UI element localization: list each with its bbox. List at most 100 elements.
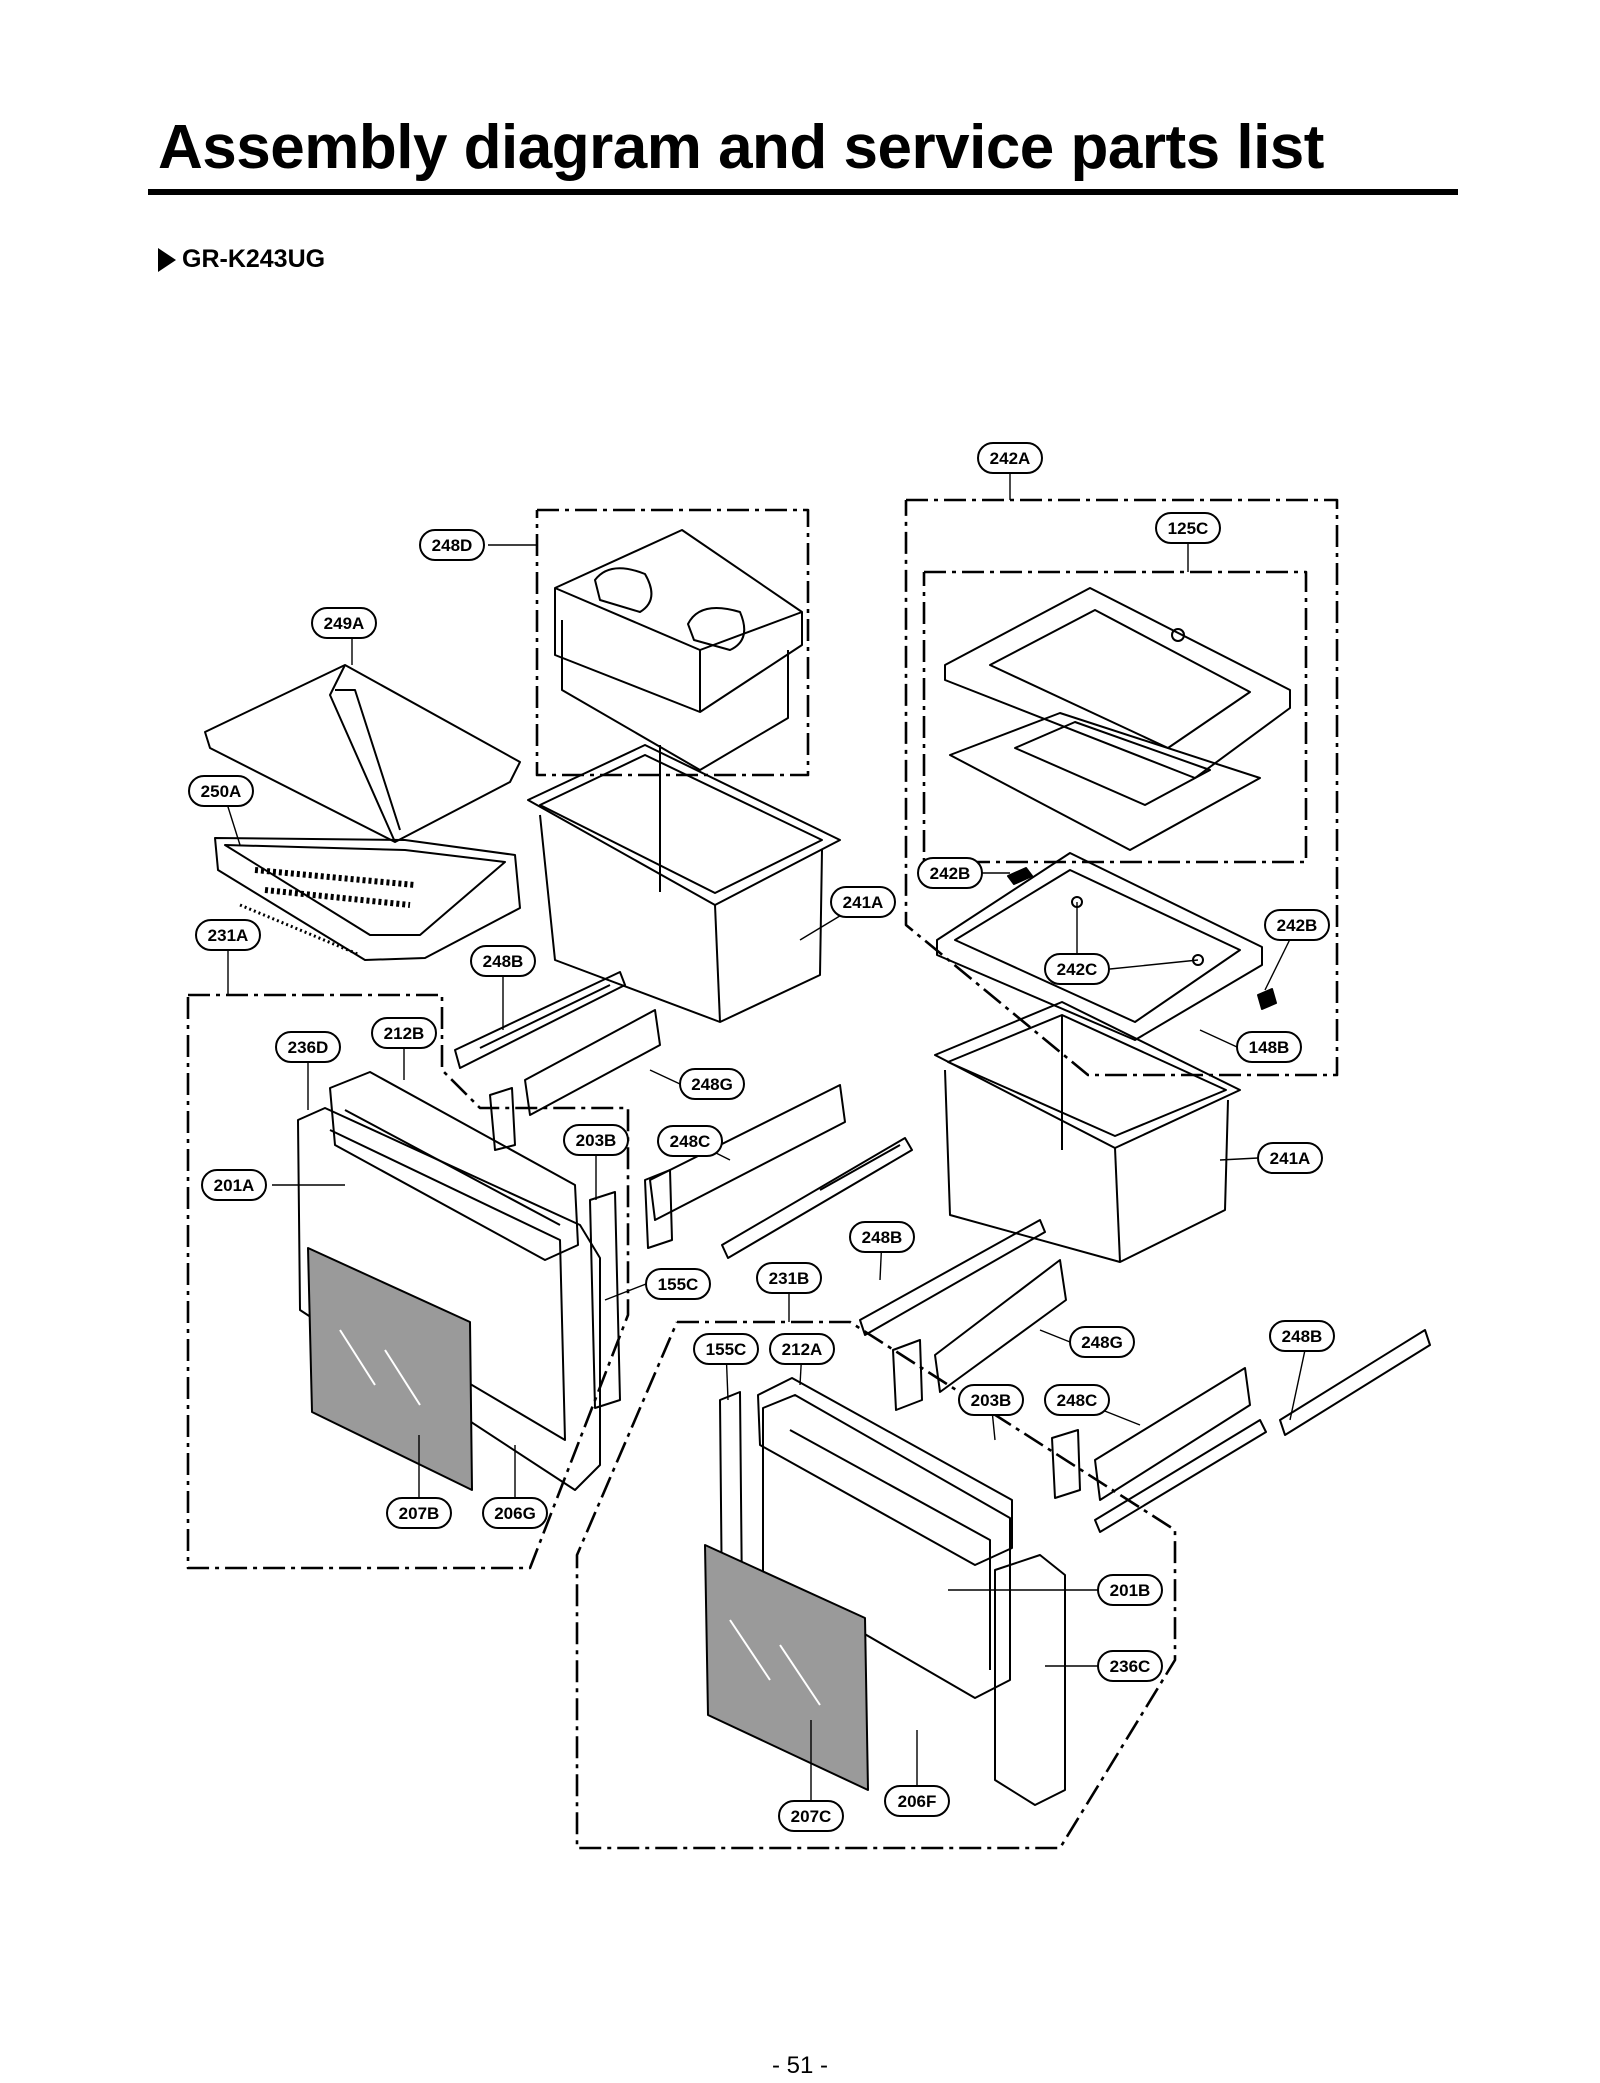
svg-text:201B: 201B — [1110, 1581, 1151, 1600]
group-boundary-242A — [904, 498, 1339, 1077]
part-label-206G: 206G — [482, 1497, 548, 1529]
part-248B-rail-center — [721, 1137, 913, 1259]
svg-text:206G: 206G — [494, 1504, 536, 1523]
model-number: GR-K243UG — [182, 245, 326, 273]
part-label-155C-right: 155C — [693, 1333, 759, 1365]
part-label-248B-upper: 248B — [470, 945, 536, 977]
part-label-241A-lower: 241A — [1257, 1142, 1323, 1174]
part-248B-rail-upper-left — [454, 971, 626, 1069]
part-label-242B-right: 242B — [1264, 909, 1330, 941]
svg-text:125C: 125C — [1168, 519, 1209, 538]
part-label-250A: 250A — [188, 775, 254, 807]
part-label-148B: 148B — [1236, 1031, 1302, 1063]
svg-text:250A: 250A — [201, 782, 242, 801]
svg-text:207B: 207B — [399, 1504, 440, 1523]
svg-text:155C: 155C — [658, 1275, 699, 1294]
svg-text:249A: 249A — [324, 614, 365, 633]
part-label-248D: 248D — [419, 529, 485, 561]
svg-text:155C: 155C — [706, 1340, 747, 1359]
part-label-248B-center: 248B — [849, 1221, 915, 1253]
svg-text:231A: 231A — [208, 926, 249, 945]
svg-text:248B: 248B — [1282, 1327, 1323, 1346]
part-207B-glass-panel — [307, 1247, 473, 1491]
part-labels: 242A 125C 248D 249A 250A 242B 241A 242B … — [188, 442, 1335, 1832]
page-title: Assembly diagram and service parts list — [158, 113, 1324, 182]
part-249A-lid — [204, 664, 521, 843]
svg-text:242B: 242B — [1277, 916, 1318, 935]
group-boundary-248D — [535, 508, 810, 777]
part-236C-side-cap — [994, 1554, 1066, 1806]
part-125C-frame — [944, 587, 1291, 851]
svg-text:248C: 248C — [670, 1132, 711, 1151]
part-248C-bracket-right — [1051, 1367, 1251, 1501]
svg-text:242C: 242C — [1057, 960, 1098, 979]
part-label-212B: 212B — [371, 1017, 437, 1049]
title-rule — [148, 189, 1458, 195]
svg-text:212B: 212B — [384, 1024, 425, 1043]
part-148B-cover — [936, 852, 1277, 1041]
svg-text:241A: 241A — [843, 893, 884, 912]
part-label-155C-left: 155C — [645, 1268, 711, 1300]
svg-text:206F: 206F — [898, 1792, 937, 1811]
svg-text:242A: 242A — [990, 449, 1031, 468]
svg-text:242B: 242B — [930, 864, 971, 883]
part-label-203B-right: 203B — [958, 1384, 1024, 1416]
part-248G-bracket-right — [892, 1259, 1067, 1411]
part-label-248B-right: 248B — [1269, 1320, 1335, 1352]
part-label-203B-left: 203B — [563, 1124, 629, 1156]
part-label-248C-upper: 248C — [657, 1125, 723, 1157]
part-241A-upper-bin — [527, 744, 841, 1023]
part-label-248C-lower: 248C — [1044, 1384, 1110, 1416]
part-155C-gasket-left — [589, 1191, 621, 1409]
svg-text:248G: 248G — [1081, 1333, 1123, 1352]
svg-text:241A: 241A — [1270, 1149, 1311, 1168]
part-241A-lower-bin — [934, 1001, 1241, 1263]
part-label-231A: 231A — [195, 919, 261, 951]
svg-text:236D: 236D — [288, 1038, 329, 1057]
svg-text:236C: 236C — [1110, 1657, 1151, 1676]
group-boundary-125C — [922, 570, 1308, 864]
triangle-bullet-icon — [158, 247, 176, 272]
part-label-242C: 242C — [1044, 953, 1110, 985]
svg-text:248C: 248C — [1057, 1391, 1098, 1410]
part-248B-rail-far-right — [1094, 1329, 1431, 1533]
page-number: - 51 - — [771, 2052, 828, 2079]
part-label-201A: 201A — [201, 1169, 267, 1201]
part-212A-handle — [757, 1377, 1013, 1566]
part-label-241A-upper: 241A — [830, 886, 896, 918]
part-label-212A: 212A — [769, 1333, 835, 1365]
svg-text:248B: 248B — [483, 952, 524, 971]
part-label-125C: 125C — [1155, 512, 1221, 544]
part-label-231B: 231B — [756, 1262, 822, 1294]
svg-text:207C: 207C — [791, 1807, 832, 1826]
part-248B-rail-right-lower — [859, 1219, 1046, 1336]
part-label-207B: 207B — [386, 1497, 452, 1529]
part-248G-bracket-left — [489, 1009, 661, 1151]
group-boundary-231A — [186, 993, 630, 1570]
svg-text:203B: 203B — [971, 1391, 1012, 1410]
part-248C-bracket-left — [644, 1084, 846, 1249]
part-250A-tray — [214, 837, 521, 961]
part-label-248G-lower: 248G — [1069, 1326, 1135, 1358]
part-label-236D: 236D — [275, 1031, 341, 1063]
part-label-236C: 236C — [1097, 1650, 1163, 1682]
group-boundary-231B — [575, 1320, 1177, 1850]
part-207C-glass-panel — [704, 1544, 869, 1791]
part-212B-handle — [329, 1071, 579, 1261]
part-label-207C: 207C — [778, 1800, 844, 1832]
svg-text:201A: 201A — [214, 1176, 255, 1195]
svg-text:203B: 203B — [576, 1131, 617, 1150]
svg-text:231B: 231B — [769, 1269, 810, 1288]
part-label-248G-upper: 248G — [679, 1068, 745, 1100]
part-248D-box — [554, 529, 803, 771]
svg-text:212A: 212A — [782, 1340, 823, 1359]
model-heading: GR-K243UG — [158, 245, 325, 274]
part-label-242B-upper: 242B — [917, 857, 983, 889]
part-label-201B: 201B — [1097, 1574, 1163, 1606]
svg-text:248B: 248B — [862, 1228, 903, 1247]
svg-text:148B: 148B — [1249, 1038, 1290, 1057]
part-label-249A: 249A — [311, 607, 377, 639]
part-label-206F: 206F — [884, 1785, 950, 1817]
part-label-242A: 242A — [977, 442, 1043, 474]
